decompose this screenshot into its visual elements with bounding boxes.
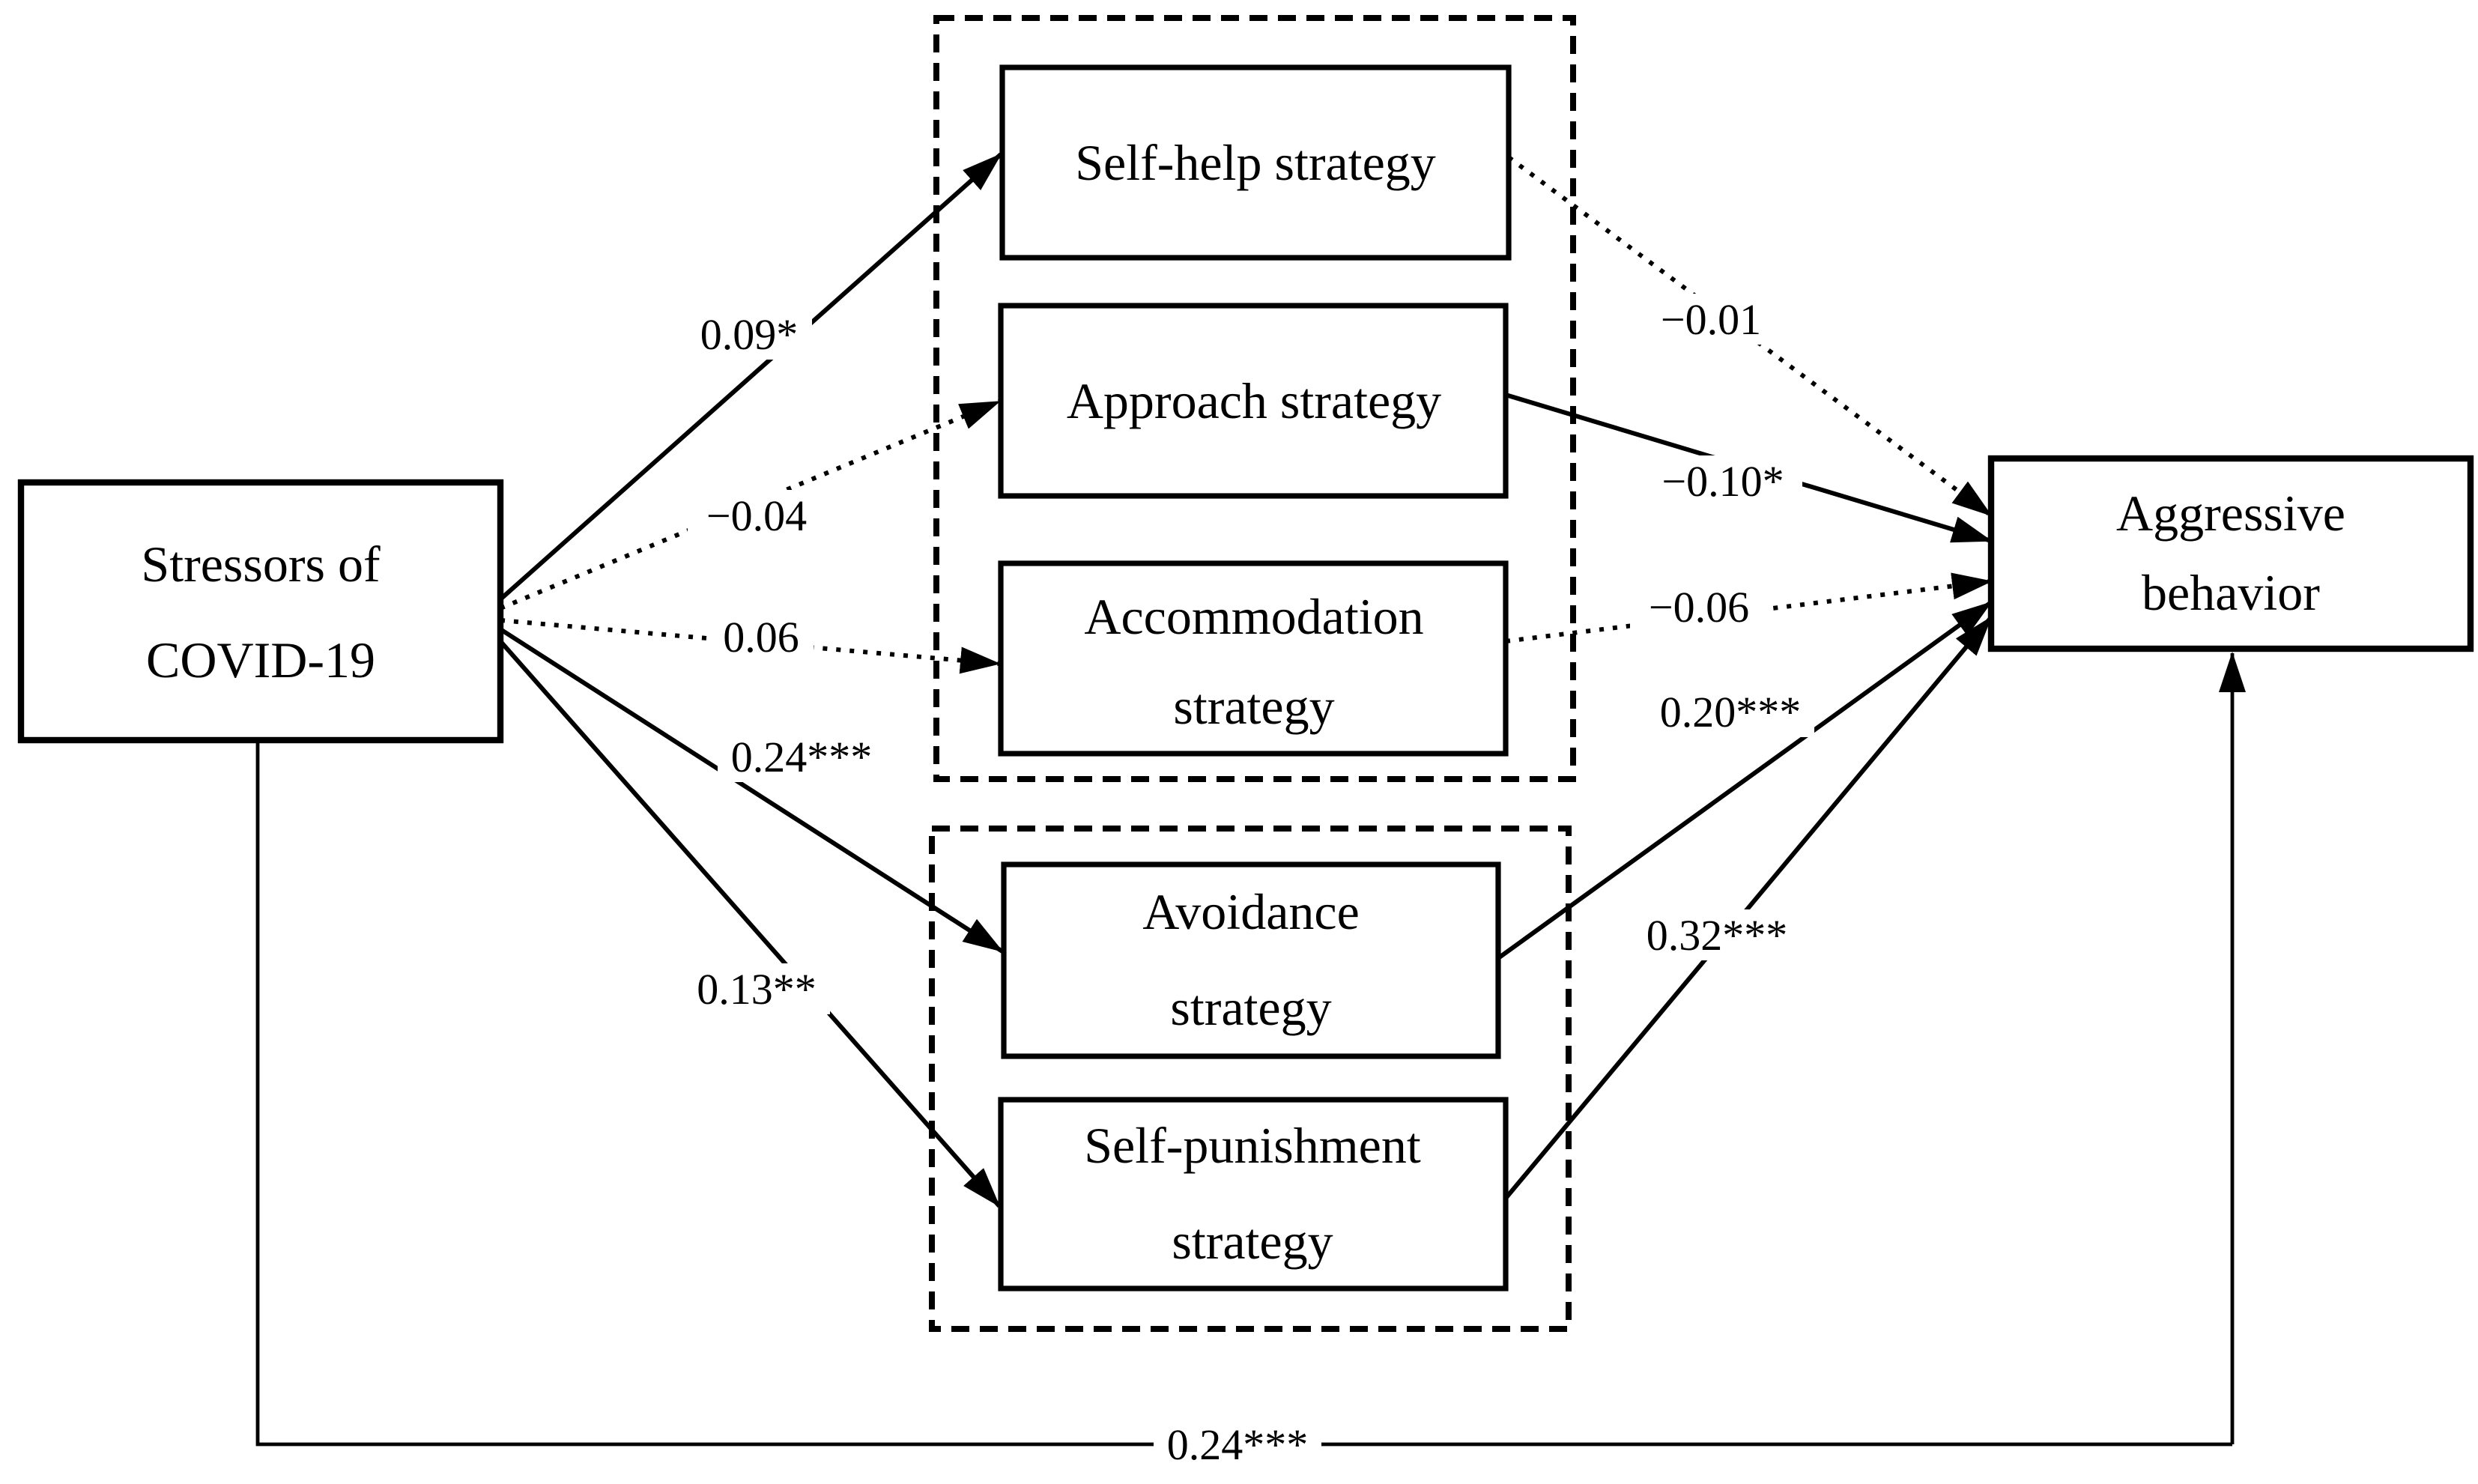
node-self-help-label: Self-help strategy [1075, 134, 1436, 191]
coef-stressors-self-help: 0.09* [686, 309, 812, 360]
coef-bg [1644, 455, 1802, 506]
path-avoidance-aggressive [1494, 600, 1993, 963]
node-stressors-box [17, 479, 504, 744]
node-self-punishment: Self-punishment strategy [998, 1097, 1509, 1291]
node-self-punishment-label-line1: Self-punishment [1084, 1117, 1421, 1174]
node-aggressive-label-line1: Aggressive [2116, 485, 2345, 542]
coef-stressors-self-help-label: 0.09* [700, 310, 799, 359]
node-self-help-box [999, 64, 1512, 261]
coef-stressors-self-punishment: 0.13** [683, 963, 830, 1014]
node-avoidance-label-line2: strategy [1170, 979, 1331, 1036]
path-stressors-avoidance [499, 627, 1004, 954]
coef-self-punishment-aggressive: 0.32*** [1633, 909, 1801, 960]
coef-approach-aggressive-label: −0.10* [1661, 457, 1784, 506]
node-approach-box [998, 303, 1509, 499]
coef-bg [1154, 1417, 1321, 1471]
coef-stressors-accommodation-label: 0.06 [723, 613, 799, 661]
node-self-punishment-label-line2: strategy [1172, 1213, 1333, 1270]
node-avoidance: Avoidance strategy [1001, 861, 1501, 1059]
coef-stressors-avoidance-label: 0.24*** [731, 733, 873, 781]
coef-self-help-aggressive-label: −0.01 [1661, 295, 1761, 344]
coef-bg [1647, 686, 1814, 737]
coef-accommodation-aggressive-label: −0.06 [1649, 583, 1749, 632]
group-box-disengagement-strategies [929, 826, 1572, 1332]
node-avoidance-box [1001, 861, 1501, 1059]
coef-avoidance-aggressive-label: 0.20*** [1660, 688, 1802, 736]
coef-bg [688, 490, 826, 541]
node-stressors: Stressors of COVID-19 [17, 479, 504, 744]
node-accommodation-label-line2: strategy [1173, 678, 1334, 735]
node-stressors-label-line2: COVID-19 [146, 632, 375, 688]
coef-approach-aggressive: −0.10* [1644, 455, 1802, 506]
coef-bg [718, 731, 885, 782]
coef-self-punishment-aggressive-label: 0.32*** [1647, 911, 1788, 960]
path-stressors-accommodation [500, 618, 1001, 674]
coef-stressors-avoidance: 0.24*** [718, 731, 885, 782]
coef-stressors-approach-label: −0.04 [706, 491, 807, 540]
node-approach: Approach strategy [998, 303, 1509, 499]
node-avoidance-label-line1: Avoidance [1142, 883, 1360, 940]
coef-self-help-aggressive: −0.01 [1642, 294, 1780, 345]
coef-bg [709, 611, 814, 662]
node-aggressive: Aggressive behavior [1987, 455, 2474, 652]
coef-stressors-approach: −0.04 [688, 490, 826, 541]
coef-bg [686, 309, 812, 360]
coef-bg [1642, 294, 1780, 345]
path-stressors-self-help [499, 152, 1002, 602]
coef-stressors-self-punishment-label: 0.13** [697, 965, 817, 1014]
node-approach-label: Approach strategy [1067, 372, 1441, 429]
coef-stressors-aggressive-direct-label: 0.24*** [1167, 1420, 1309, 1469]
node-self-punishment-box [998, 1097, 1509, 1291]
coef-avoidance-aggressive: 0.20*** [1647, 686, 1814, 737]
coef-bg [1633, 909, 1801, 960]
group-box-engagement-strategies [933, 15, 1576, 782]
node-accommodation: Accommodation strategy [998, 560, 1509, 757]
node-accommodation-box [998, 560, 1509, 757]
node-stressors-label-line1: Stressors of [141, 536, 381, 593]
node-aggressive-box [1987, 455, 2474, 652]
coef-stressors-accommodation: 0.06 [709, 611, 814, 662]
path-stressors-self-punishment [498, 640, 1002, 1208]
node-accommodation-label-line1: Accommodation [1084, 588, 1423, 645]
node-self-help: Self-help strategy [999, 64, 1512, 261]
coef-stressors-aggressive-direct: 0.24*** [1154, 1417, 1321, 1471]
coef-accommodation-aggressive: −0.06 [1630, 581, 1768, 632]
node-aggressive-label-line2: behavior [2142, 564, 2320, 621]
coef-bg [1630, 581, 1768, 632]
path-stressors-aggressive-direct-segment [255, 740, 2232, 1447]
coef-bg [683, 963, 830, 1014]
